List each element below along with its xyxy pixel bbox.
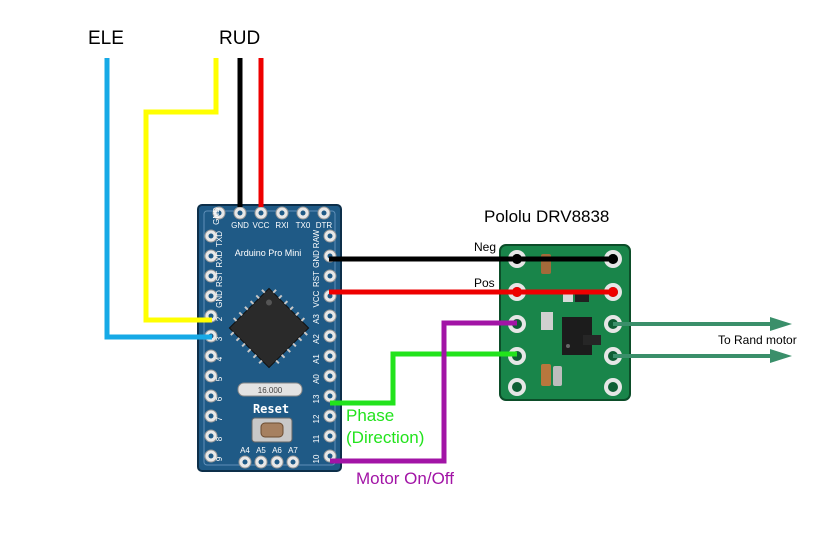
arduino-pin-label-bottom-2: A6 xyxy=(272,446,282,455)
arduino-pin-right-0 xyxy=(323,229,337,243)
arduino-pin-left-3 xyxy=(204,289,218,303)
arduino-pin-top-2 xyxy=(254,206,268,220)
arduino-pin-bottom-1 xyxy=(254,455,268,469)
phase-label-line2: (Direction) xyxy=(346,428,425,447)
arduino-pin-left-6 xyxy=(204,349,218,363)
arduino-name-label: Arduino Pro Mini xyxy=(235,248,302,258)
arduino-pin-label-top-4: TX0 xyxy=(296,221,311,230)
arduino-pin-left-1 xyxy=(204,249,218,263)
arduino-pin-label-left-6: 4 xyxy=(215,356,224,361)
arduino-pin-label-right-8: 13 xyxy=(312,394,321,403)
arduino-pin-label-right-10: 11 xyxy=(312,434,321,443)
arduino-pin-label-left-9: 7 xyxy=(215,416,224,421)
arduino-pin-label-right-6: A1 xyxy=(312,354,321,364)
arduino-pin-label-left-3: GND xyxy=(215,290,224,308)
arduino-pin-label-left-7: 5 xyxy=(215,376,224,381)
reset-button[interactable] xyxy=(251,417,293,443)
arduino-pin-left-7 xyxy=(204,369,218,383)
arduino-pro-mini-board: 16.000 Reset Arduino Pro Mini GND GND VCC R… xyxy=(197,204,342,472)
arduino-pin-left-9 xyxy=(204,409,218,423)
arduino-pin-label-left-11: 9 xyxy=(215,456,224,461)
arduino-pin-label-top-3: RXI xyxy=(275,221,288,230)
arduino-pin-label-left-1: RXD xyxy=(215,250,224,267)
pos-label: Pos xyxy=(474,276,495,290)
arduino-pin-left-11 xyxy=(204,449,218,463)
crystal-oscillator xyxy=(237,382,303,397)
reset-label: Reset xyxy=(253,402,289,416)
arduino-pin-right-7 xyxy=(323,369,337,383)
arduino-pin-label-bottom-3: A7 xyxy=(288,446,298,455)
pololu-drv8838-board xyxy=(499,244,631,401)
driver-title: Pololu DRV8838 xyxy=(484,207,610,226)
arduino-pin-labels: GND GND VCC RXI TX0 DTR TXD RXD RST GND 2 3 4 5 6 7 8 9 RA… xyxy=(212,207,332,464)
arduino-pin-bottom-3 xyxy=(286,455,300,469)
arduino-pin-label-left-2: RST xyxy=(215,271,224,287)
arduino-pin-label-right-4: A3 xyxy=(312,314,321,324)
arduino-pin-right-6 xyxy=(323,349,337,363)
arduino-pin-right-10 xyxy=(323,429,337,443)
rud-label: RUD xyxy=(219,28,261,49)
arduino-pin-label-right-1: GND xyxy=(312,250,321,268)
arduino-pin-label-right-11: 10 xyxy=(312,454,321,463)
arduino-pin-left-0 xyxy=(204,229,218,243)
arduino-pin-left-10 xyxy=(204,429,218,443)
motor-enable-wire xyxy=(330,320,517,464)
phase-label: Phase (Direction) xyxy=(346,405,424,449)
to-motor-label: To Rand motor xyxy=(718,333,797,347)
phase-label-line1: Phase xyxy=(346,406,395,425)
arduino-pin-right-4 xyxy=(323,309,337,323)
arduino-pin-label-right-2: RST xyxy=(312,271,321,287)
arduino-pin-right-2 xyxy=(323,269,337,283)
motor-output-arrows xyxy=(613,317,792,363)
arduino-pin-right-8 xyxy=(323,389,337,403)
arduino-pin-label-top-1: GND xyxy=(231,221,249,230)
arduino-pin-right-9 xyxy=(323,409,337,423)
neg-label: Neg xyxy=(474,240,497,254)
arduino-pin-label-top-0: GND xyxy=(212,207,221,225)
rud-signal-wire xyxy=(143,58,219,323)
arduino-pin-top-0 xyxy=(212,206,226,220)
crystal-label: 16.000 xyxy=(258,386,283,395)
arduino-pin-right-5 xyxy=(323,329,337,343)
ele-wire xyxy=(104,58,212,340)
arduino-pin-top-3 xyxy=(275,206,289,220)
atmega-chip xyxy=(228,287,310,369)
arduino-pin-label-right-9: 12 xyxy=(312,414,321,423)
arduino-pin-bottom-0 xyxy=(238,455,252,469)
arduino-pin-left-8 xyxy=(204,389,218,403)
arduino-pin-top-5 xyxy=(317,206,331,220)
arduino-pin-label-left-5: 3 xyxy=(215,336,224,341)
arduino-pin-bottom-2 xyxy=(270,455,284,469)
arduino-pin-label-right-0: RAW xyxy=(312,229,321,248)
arduino-pin-label-left-8: 6 xyxy=(215,396,224,401)
arduino-pin-label-bottom-0: A4 xyxy=(240,446,250,455)
arduino-pin-top-4 xyxy=(296,206,310,220)
motor-onoff-label: Motor On/Off xyxy=(356,469,454,488)
arduino-pin-top-1 xyxy=(233,206,247,220)
arduino-pin-label-right-3: VCC xyxy=(312,290,321,307)
arduino-pin-label-left-4: 2 xyxy=(215,316,224,321)
arduino-pin-label-right-7: A0 xyxy=(312,374,321,384)
arduino-pin-label-left-0: TXD xyxy=(215,231,224,247)
arduino-pin-label-right-5: A2 xyxy=(312,334,321,344)
phase-wire xyxy=(330,351,517,406)
arduino-pin-left-2 xyxy=(204,269,218,283)
arduino-pin-label-left-10: 8 xyxy=(215,436,224,441)
arduino-pin-label-top-5: DTR xyxy=(316,221,333,230)
arduino-pin-label-bottom-1: A5 xyxy=(256,446,266,455)
ele-label: ELE xyxy=(88,28,124,49)
arduino-pin-label-top-2: VCC xyxy=(253,221,270,230)
